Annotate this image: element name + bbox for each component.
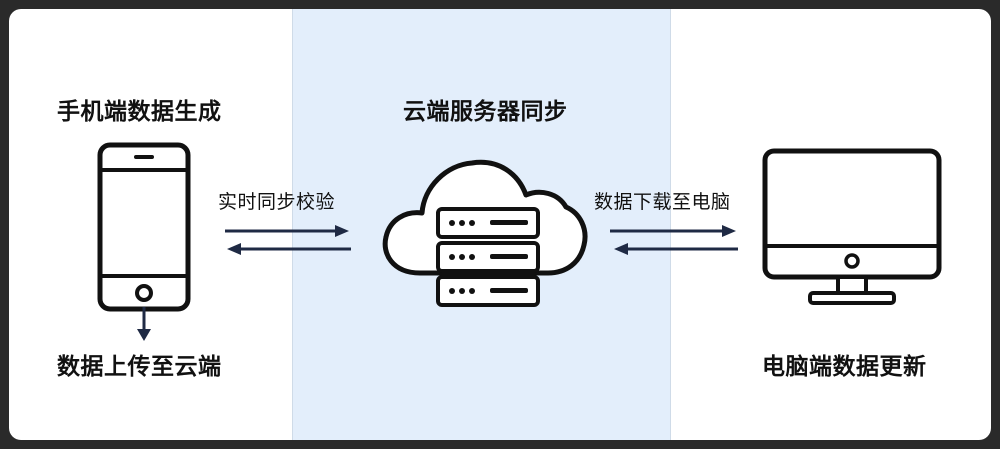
cloud-server-icon: [382, 159, 588, 307]
phone-stage-title: 手机端数据生成: [57, 99, 222, 125]
smartphone-icon: [97, 142, 191, 312]
sync-arrows-icon: [225, 225, 351, 255]
sync-check-label: 实时同步校验: [218, 191, 336, 213]
upload-label: 数据上传至云端: [57, 354, 222, 380]
download-arrows-icon: [610, 225, 738, 255]
diagram-frame: 手机端数据生成 云端服务器同步 数据上传至云端 电脑端数据更新 实时同步校验 数…: [9, 9, 991, 440]
upload-arrow-icon: [137, 307, 151, 341]
pc-update-label: 电脑端数据更新: [762, 354, 927, 380]
cloud-stage-title: 云端服务器同步: [403, 99, 568, 125]
monitor-icon: [762, 148, 942, 305]
download-label: 数据下载至电脑: [594, 191, 731, 213]
server-stack: [436, 207, 540, 307]
